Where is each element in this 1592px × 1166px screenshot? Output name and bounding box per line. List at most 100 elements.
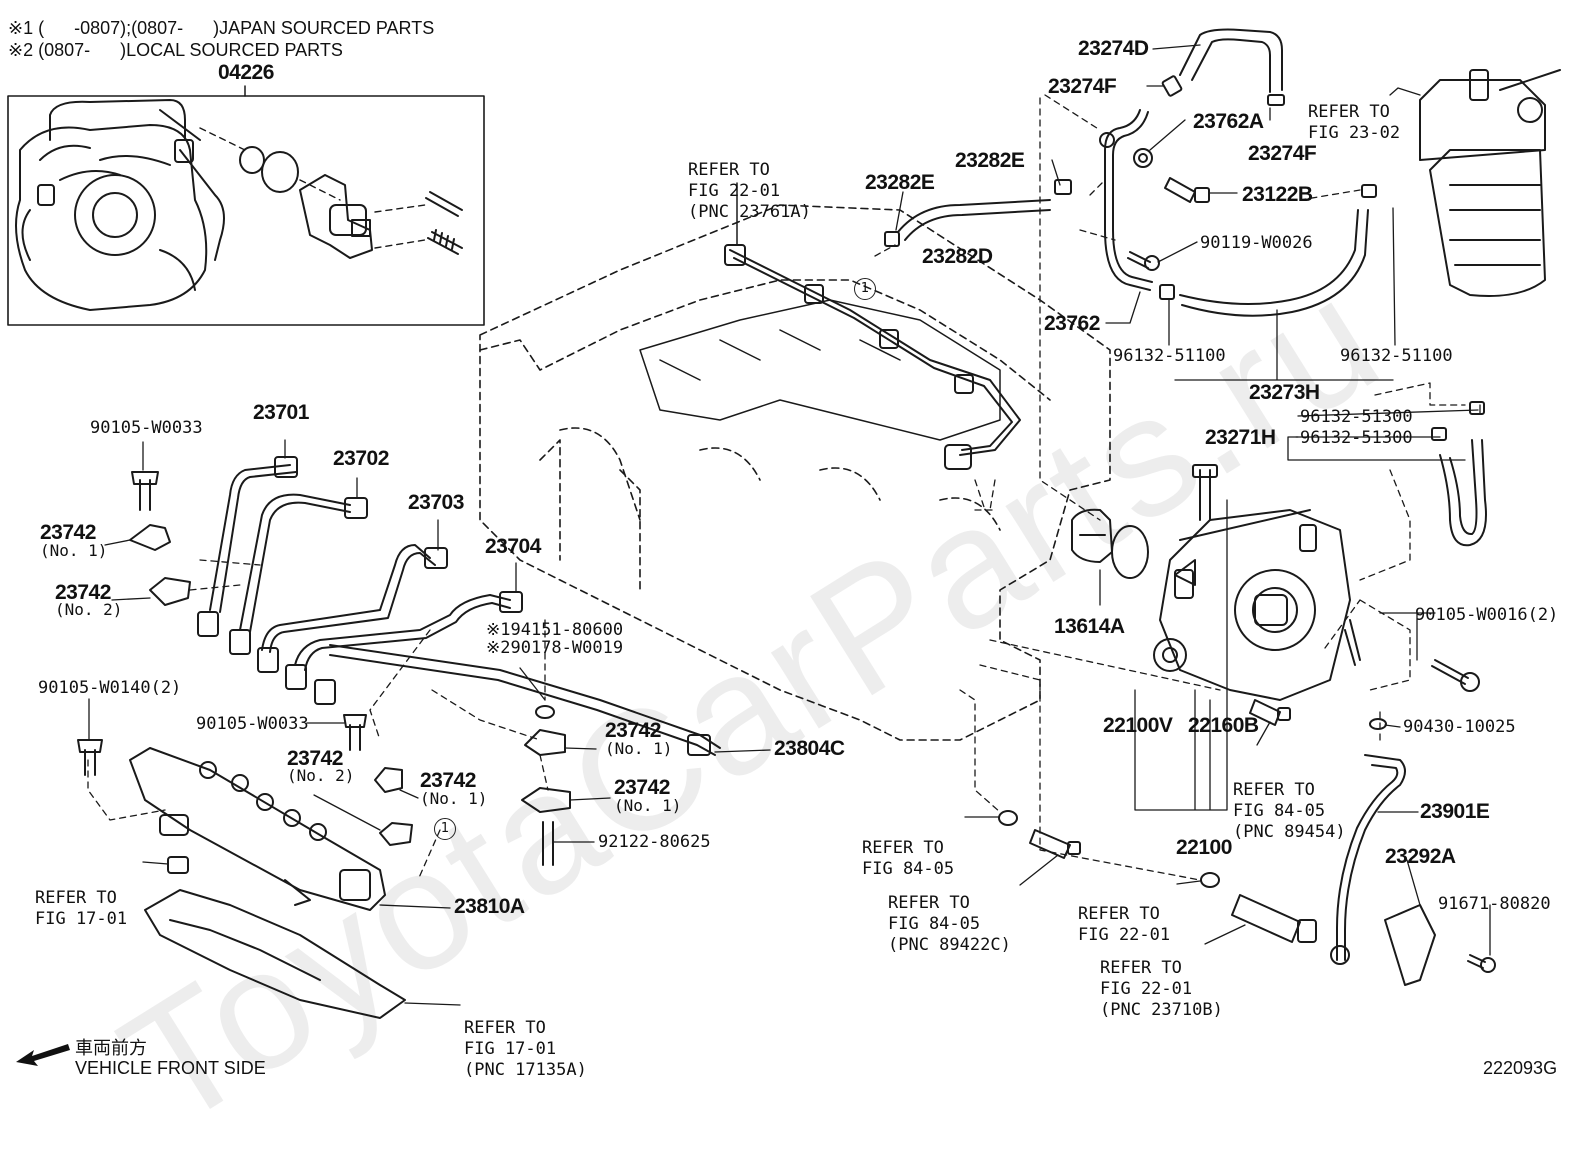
hose-23273H — [1179, 209, 1369, 317]
part-label-23292A[interactable]: 23292A — [1385, 845, 1456, 868]
part-label-23742-f-no: (No. 1) — [614, 796, 682, 815]
part-label-96132-51300-a[interactable]: 96132-51300 — [1300, 407, 1413, 427]
part-label-90105-W0033-b[interactable]: 90105-W0033 — [196, 714, 309, 734]
hose-23274D — [1179, 28, 1283, 93]
part-label-23762A[interactable]: 23762A — [1193, 110, 1264, 133]
part-label-23742-c[interactable]: 23742 — [605, 719, 661, 742]
part-label-23274D[interactable]: 23274D — [1078, 37, 1149, 60]
part-label-23282E-b[interactable]: 23282E — [865, 171, 935, 194]
part-label-22160B[interactable]: 22160B — [1188, 714, 1259, 737]
figure-code: 222093G — [1483, 1058, 1558, 1078]
part-label-23742-b[interactable]: 23742 — [55, 581, 111, 604]
clamps-23742 — [129, 524, 571, 846]
pipe-23804C — [329, 644, 721, 756]
part-label-23274F-b[interactable]: 23274F — [1248, 142, 1317, 165]
part-label-23703[interactable]: 23703 — [408, 491, 464, 514]
part-label-23810A[interactable]: 23810A — [454, 895, 525, 918]
part-label-23701[interactable]: 23701 — [253, 401, 309, 424]
front-arrow-icon — [16, 1044, 70, 1066]
part-label-23742-a[interactable]: 23742 — [40, 521, 96, 544]
note-local-sourced: ※2 (0807- )LOCAL SOURCED PARTS — [8, 40, 343, 60]
part-label-23282D[interactable]: 23282D — [922, 245, 993, 268]
part-label-90105-W0033-a[interactable]: 90105-W0033 — [90, 418, 203, 438]
bracket-23292A — [1384, 904, 1436, 986]
clip-23274F-a — [1161, 75, 1183, 97]
part-label-23742-e[interactable]: 23742 — [420, 769, 476, 792]
part-label-23271H[interactable]: 23271H — [1205, 426, 1276, 449]
part-label-23804C[interactable]: 23804C — [774, 737, 845, 760]
part-label-91671-80820[interactable]: 91671-80820 — [1438, 894, 1551, 914]
cap-17-01 — [167, 856, 189, 874]
pipe-23762 — [1099, 109, 1153, 291]
circled-mark-1-bottom: 1 — [434, 818, 456, 840]
front-direction-en: VEHICLE FRONT SIDE — [75, 1058, 266, 1078]
part-label-23282E-a[interactable]: 23282E — [955, 149, 1025, 172]
part-label-23901E[interactable]: 23901E — [1420, 800, 1490, 823]
clip-96132-d — [1431, 427, 1447, 441]
front-direction-jp: 車両前方 — [75, 1038, 147, 1058]
parts-diagram — [7, 28, 1561, 1019]
bolt-22160B — [1192, 464, 1218, 521]
pump-assembly-inset — [15, 99, 225, 311]
pipe-23901E — [1330, 754, 1406, 965]
clip-96132-c — [1469, 401, 1485, 415]
part-label-23742-a-no: (No. 1) — [40, 541, 108, 560]
clip-23282E-b — [884, 231, 900, 247]
o-ring-22100V — [1111, 525, 1149, 579]
part-label-96132-51100-b[interactable]: 96132-51100 — [1340, 346, 1453, 366]
part-label-04226[interactable]: 04226 — [218, 61, 274, 84]
clip-96132-a — [1159, 284, 1175, 300]
part-label-96132-51300-b[interactable]: 96132-51300 — [1300, 428, 1413, 448]
washer-90430 — [1369, 718, 1387, 730]
part-label-23273H[interactable]: 23273H — [1249, 381, 1320, 404]
clip-23282E-a — [1054, 179, 1072, 195]
part-label-96132-51100-a[interactable]: 96132-51100 — [1113, 346, 1226, 366]
part-label-90105-W0016[interactable]: 90105-W0016(2) — [1415, 605, 1559, 625]
part-label-92122-80625[interactable]: 92122-80625 — [598, 832, 711, 852]
part-label-23742-b-no: (No. 2) — [55, 600, 123, 619]
part-label-23274F-a[interactable]: 23274F — [1048, 75, 1117, 98]
bolt-91671 — [1467, 954, 1496, 973]
engine-block — [479, 204, 1111, 741]
hose-23282D — [897, 199, 1051, 241]
part-label-22100[interactable]: 22100 — [1176, 836, 1232, 859]
part-label-194151-80600[interactable]: ※194151-80600 — [486, 620, 624, 640]
part-label-23702[interactable]: 23702 — [333, 447, 389, 470]
inset-frame — [7, 95, 485, 326]
part-label-13614A[interactable]: 13614A — [1054, 615, 1125, 638]
part-label-90105-W0140[interactable]: 90105-W0140(2) — [38, 678, 182, 698]
part-label-22100V[interactable]: 22100V — [1103, 714, 1173, 737]
part-label-90119-W0026[interactable]: 90119-W0026 — [1200, 233, 1313, 253]
supply-pump-22100 — [1153, 509, 1361, 701]
note-japan-sourced: ※1 ( -0807);(0807- )JAPAN SOURCED PARTS — [8, 18, 435, 38]
part-label-23742-e-no: (No. 1) — [420, 789, 488, 808]
guide-lines — [87, 94, 1466, 881]
o-rings-inset — [239, 146, 299, 193]
leader-lines — [88, 44, 1491, 1006]
part-label-23742-d[interactable]: 23742 — [287, 747, 343, 770]
gasket-13614A — [1071, 508, 1113, 563]
part-label-23122B[interactable]: 23122B — [1242, 183, 1313, 206]
hose-23271H — [1439, 439, 1487, 547]
part-label-290178-W0019[interactable]: ※290178-W0019 — [486, 638, 624, 658]
injection-lines — [197, 456, 523, 705]
part-label-23762[interactable]: 23762 — [1044, 312, 1100, 335]
part-label-23742-f[interactable]: 23742 — [614, 776, 670, 799]
part-label-90430-10025[interactable]: 90430-10025 — [1403, 717, 1516, 737]
bolt-90119 — [1127, 251, 1160, 271]
common-rail — [129, 747, 386, 911]
part-label-23704[interactable]: 23704 — [485, 535, 541, 558]
fuel-filter — [1419, 69, 1561, 297]
overhead-pipe — [724, 244, 1021, 470]
bolts-left — [77, 471, 555, 866]
sensor-89454 — [1249, 699, 1291, 726]
